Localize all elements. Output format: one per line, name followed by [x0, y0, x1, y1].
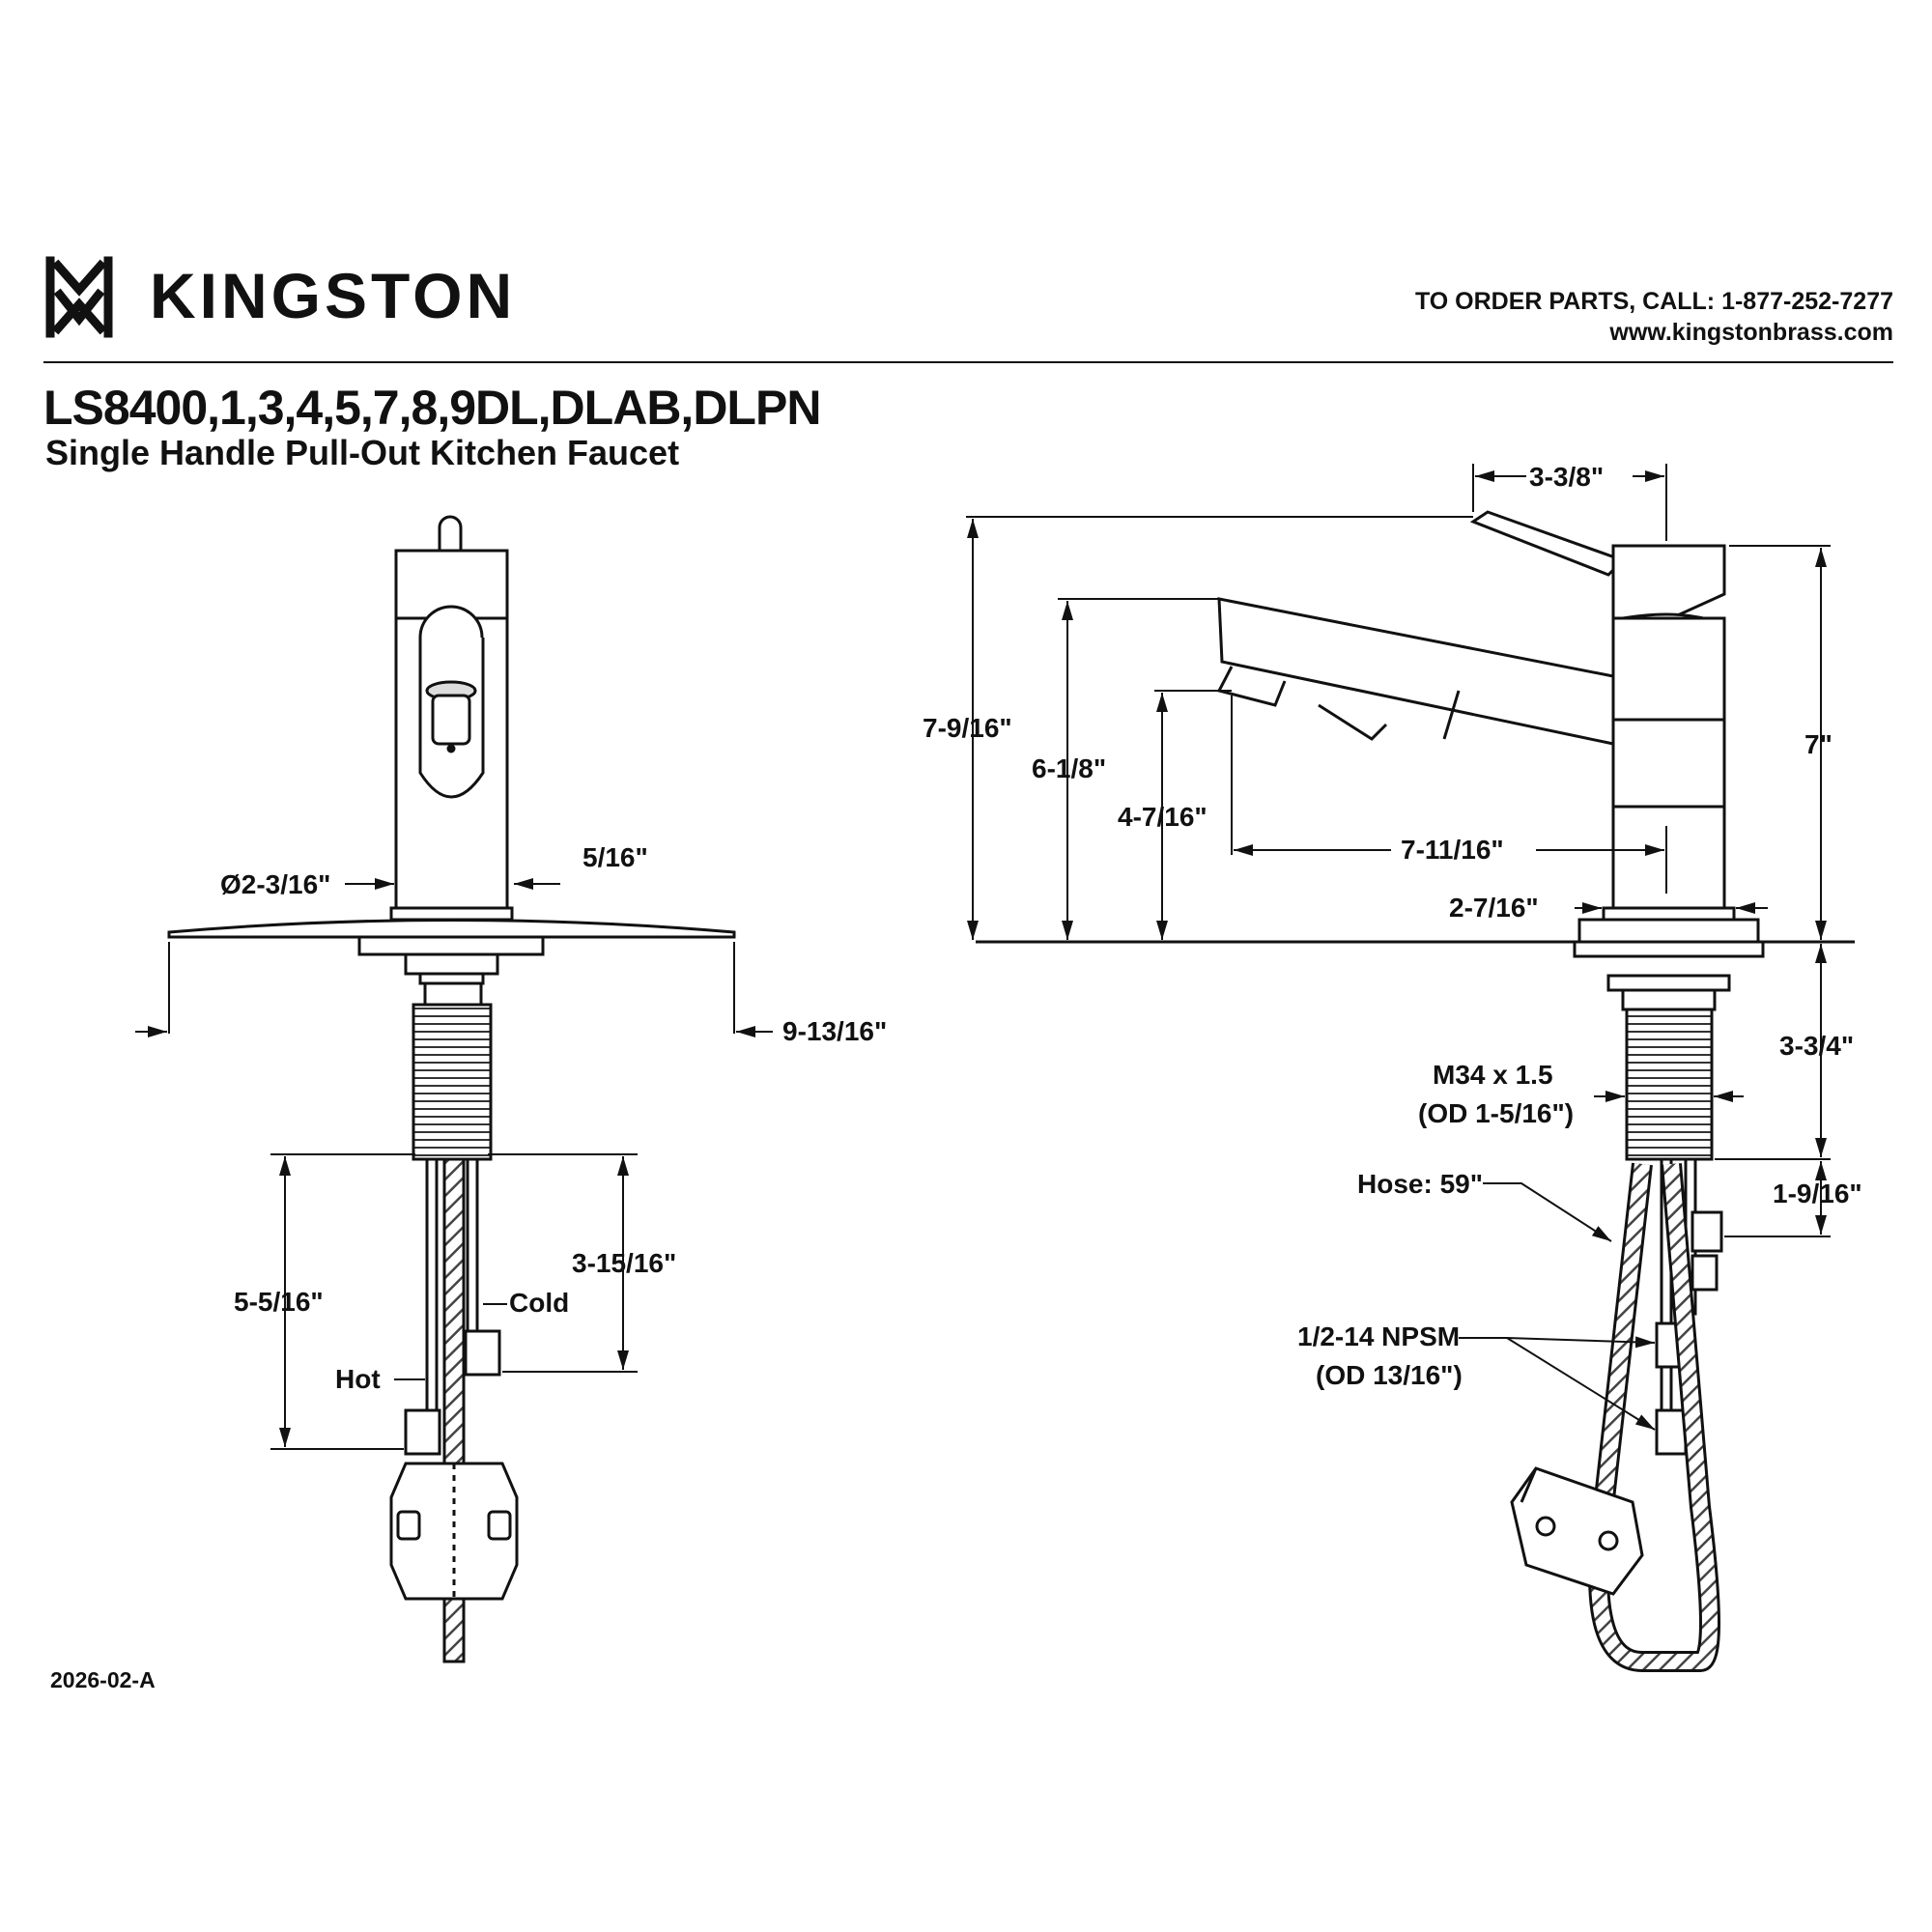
brand-name: KINGSTON [150, 260, 517, 331]
dim-shank-length: 3-3/4" [1779, 1031, 1855, 1061]
website-link[interactable]: www.kingstonbrass.com [1609, 319, 1893, 346]
dim-supply-gap: 1-9/16" [1773, 1179, 1862, 1208]
dim-spout-height: 4-7/16" [1118, 802, 1208, 832]
dim-plate: 9-13/16" [782, 1016, 888, 1046]
dim-hot-length: 5-5/16" [234, 1287, 324, 1317]
dim-reach: 7-11/16" [1401, 835, 1504, 865]
label-cold: Cold [509, 1288, 570, 1318]
dim-npsm-od: (OD 13/16") [1316, 1360, 1463, 1390]
dim-base: 2-7/16" [1449, 893, 1539, 923]
label-hot: Hot [335, 1364, 381, 1394]
front-dimensions [135, 878, 773, 1450]
dim-deck: 5/16" [582, 842, 648, 872]
dim-body-height: 7" [1804, 729, 1833, 759]
side-dimensions [966, 464, 1855, 1431]
dim-thread-od: (OD 1-5/16") [1418, 1098, 1575, 1128]
order-parts-phone: TO ORDER PARTS, CALL: 1-877-252-7277 [1414, 288, 1893, 315]
dim-thread: M34 x 1.5 [1433, 1060, 1553, 1090]
model-number: LS8400,1,3,4,5,7,8,9DL,DLAB,DLPN [43, 381, 821, 435]
kingston-logo-icon [45, 256, 113, 338]
dim-npsm: 1/2-14 NPSM [1297, 1321, 1461, 1351]
dim-spray-top: 6-1/8" [1032, 753, 1107, 783]
dim-cold-length: 3-15/16" [572, 1248, 677, 1278]
document-id: 2026-02-A [50, 1667, 156, 1692]
dim-overall-height: 7-9/16" [923, 713, 1012, 743]
dim-handle: 3-3/8" [1529, 462, 1605, 492]
side-view [1216, 510, 1765, 1672]
dim-diameter: Ø2-3/16" [220, 869, 331, 899]
front-view [167, 515, 736, 1663]
dim-hose-length: Hose: 59" [1357, 1169, 1483, 1199]
product-name: Single Handle Pull-Out Kitchen Faucet [45, 433, 680, 472]
